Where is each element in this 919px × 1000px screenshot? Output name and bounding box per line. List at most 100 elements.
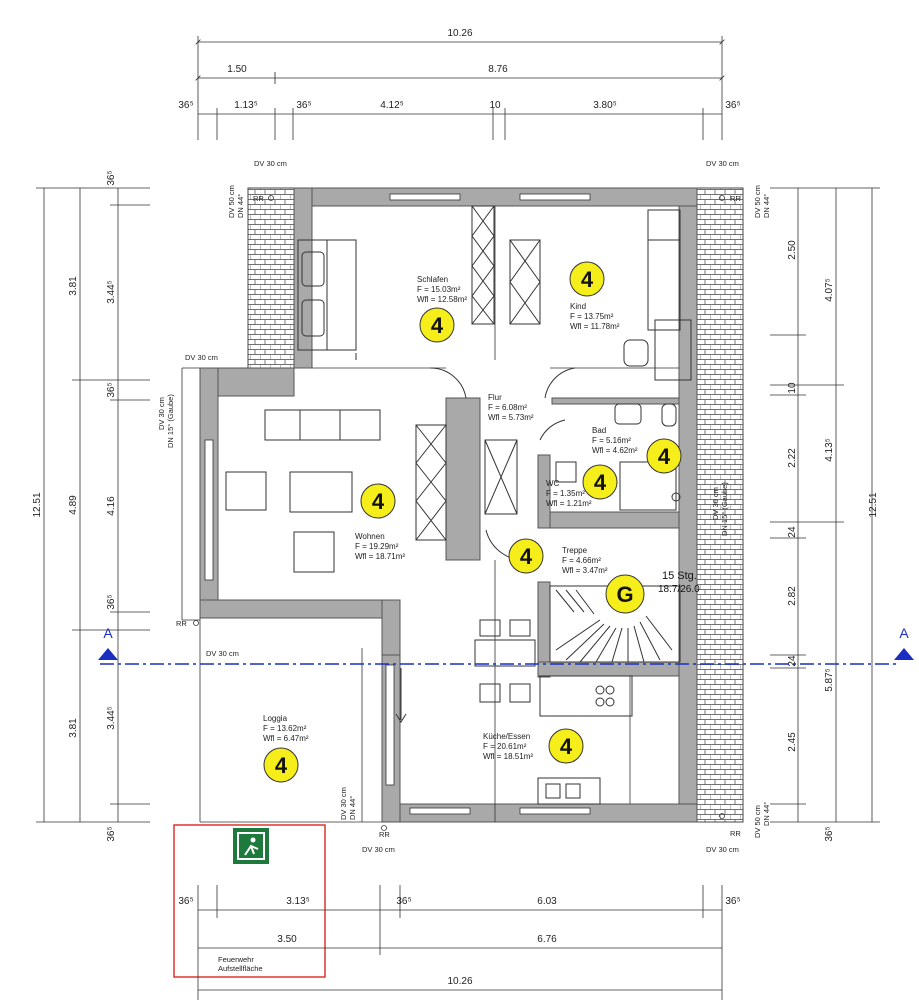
- section-label-left: A: [103, 625, 113, 641]
- dim-left-split-1: 3.81: [68, 276, 79, 296]
- dv30-top-left: DV 30 cm: [254, 159, 287, 168]
- room-loggia: Loggia F = 13.62m² Wfl = 6.47m² 4: [263, 714, 309, 783]
- room-area: F = 4.66m²: [562, 556, 601, 565]
- dim-bottom-split-1: 3.50: [277, 934, 297, 945]
- dim-top-detail-2: 1.13⁵: [234, 100, 258, 111]
- room-wfl: Wfl = 4.62m²: [592, 446, 638, 455]
- bottom-dimensions: [197, 885, 723, 1000]
- dim-right-detail-7: 2.45: [787, 732, 798, 752]
- room-badge: [605, 574, 645, 614]
- top-dimensions: [195, 36, 725, 140]
- section-marker-right-icon: [894, 648, 914, 660]
- room-name: Loggia: [263, 714, 288, 723]
- dim-bottom-detail-5: 36⁵: [725, 896, 740, 907]
- room-area: F = 5.16m²: [592, 436, 631, 445]
- downpipe-bottom-left-icon: [381, 825, 387, 831]
- room-badge: [263, 747, 299, 783]
- dn44-top-right: DN 44°: [762, 194, 771, 218]
- room-wfl: Wfl = 3.47m²: [562, 566, 608, 575]
- roof-slope-right: [696, 187, 744, 823]
- dim-right-split-3: 5.87⁵: [824, 668, 835, 692]
- room-kueche-essen: Küche/Essen F = 20.61m² Wfl = 18.51m² 4: [483, 728, 584, 764]
- room-badge: [548, 728, 584, 764]
- room-name: Kind: [570, 302, 586, 311]
- section-line: [98, 648, 914, 665]
- dim-left-detail-3: 36⁵: [106, 382, 117, 397]
- windows: [204, 193, 591, 815]
- room-treppe: Treppe F = 4.66m² Wfl = 3.47m² G: [562, 546, 645, 614]
- dv30-loggia: DV 30 cm: [206, 649, 239, 658]
- dim-top-split-2: 8.76: [488, 64, 508, 75]
- walls: [199, 187, 698, 823]
- dim-left-detail-6: 3.44⁵: [106, 706, 117, 730]
- dim-right-detail-4: 24: [787, 526, 798, 538]
- dim-top-detail-1: 36⁵: [178, 100, 193, 111]
- room-badge-label: 4: [581, 267, 594, 292]
- room-wfl: Wfl = 18.51m²: [483, 752, 533, 761]
- dim-bottom-detail-2: 3.13⁵: [286, 896, 310, 907]
- dim-right-detail-5: 2.82: [787, 586, 798, 606]
- room-badge-label: 4: [431, 313, 444, 338]
- room-wc: WC F = 1.35m² Wfl = 1.21m² 4: [546, 464, 618, 508]
- room-badge: [646, 438, 682, 474]
- dv30-bottom-right: DV 30 cm: [706, 845, 739, 854]
- room-badge: [360, 483, 396, 519]
- fire-area-label-2: Aufstellfläche: [218, 964, 263, 973]
- dim-left-detail-4: 4.16: [106, 496, 117, 516]
- dv30-gaube-vertical: DV 30 cm: [157, 397, 166, 430]
- room-wfl: Wfl = 1.21m²: [546, 499, 592, 508]
- dv30-bottom-vertical: DV 30 cm: [339, 787, 348, 820]
- rr-top-right: RR: [730, 194, 741, 203]
- roof-slope-left-top: [247, 187, 295, 369]
- room-wohnen: Wohnen F = 19.29m² Wfl = 18.71m² 4: [355, 483, 405, 561]
- dn44-bottom-right: DN 44°: [762, 802, 771, 826]
- dv50-top-left: DV 50 cm: [227, 185, 236, 218]
- room-badge-label: G: [616, 582, 633, 607]
- room-schlafen: Schlafen F = 15.03m² Wfl = 12.58m² 4: [417, 275, 467, 343]
- room-bad: Bad F = 5.16m² Wfl = 4.62m² 4: [592, 426, 682, 474]
- dn15-right: DN 15° (Gaube): [720, 482, 729, 536]
- room-area: F = 13.75m²: [570, 312, 614, 321]
- left-dimensions: [36, 187, 150, 823]
- dim-bottom-detail-1: 36⁵: [178, 896, 193, 907]
- dv30-bottom-left: DV 30 cm: [362, 845, 395, 854]
- dim-top-detail-4: 4.12⁵: [380, 100, 404, 111]
- room-wfl: Wfl = 11.78m²: [570, 322, 620, 331]
- room-badge-label: 4: [658, 444, 671, 469]
- room-name: WC: [546, 479, 560, 488]
- downpipe-bottom-right-icon: [719, 813, 725, 819]
- room-wfl: Wfl = 5.73m²: [488, 413, 534, 422]
- dv30-top-right: DV 30 cm: [706, 159, 739, 168]
- dn44-bottom-left: DN 44°: [348, 796, 357, 820]
- dim-left-detail-7: 36⁵: [106, 826, 117, 841]
- room-area: F = 6.08m²: [488, 403, 527, 412]
- dv50-bottom-right: DV 50 cm: [753, 805, 762, 838]
- section-label-right: A: [899, 625, 909, 641]
- room-badge-label: 4: [520, 544, 533, 569]
- dn15-left: DN 15° (Gaube): [166, 394, 175, 448]
- dim-bottom-detail-4: 6.03: [537, 896, 557, 907]
- room-wfl: Wfl = 6.47m²: [263, 734, 309, 743]
- room-area: F = 19.29m²: [355, 542, 399, 551]
- room-badge-label: 4: [594, 470, 607, 495]
- dim-left-detail-2: 3.44⁵: [106, 280, 117, 304]
- room-dividers: [181, 206, 679, 823]
- downpipe-top-right-icon: [719, 195, 725, 201]
- dim-left-split-2: 4.89: [68, 495, 79, 515]
- dim-right-detail-1: 2.50: [787, 240, 798, 260]
- dim-right-split-1: 4.07⁵: [824, 278, 835, 302]
- room-area: F = 20.61m²: [483, 742, 527, 751]
- dim-left-detail-5: 36⁵: [106, 594, 117, 609]
- dim-right-detail-8: 36⁵: [824, 826, 835, 841]
- dim-bottom-detail-3: 36⁵: [396, 896, 411, 907]
- room-badge: [569, 261, 605, 297]
- room-kind: Kind F = 13.75m² Wfl = 11.78m² 4: [569, 261, 620, 331]
- dim-bottom-split-2: 6.76: [537, 934, 557, 945]
- fire-brigade-area: [173, 824, 326, 978]
- room-badge: [419, 307, 455, 343]
- downpipe-left-icon: [193, 620, 199, 626]
- dv50-top-right: DV 50 cm: [753, 185, 762, 218]
- room-name: Bad: [592, 426, 606, 435]
- dim-top-detail-3: 36⁵: [296, 100, 311, 111]
